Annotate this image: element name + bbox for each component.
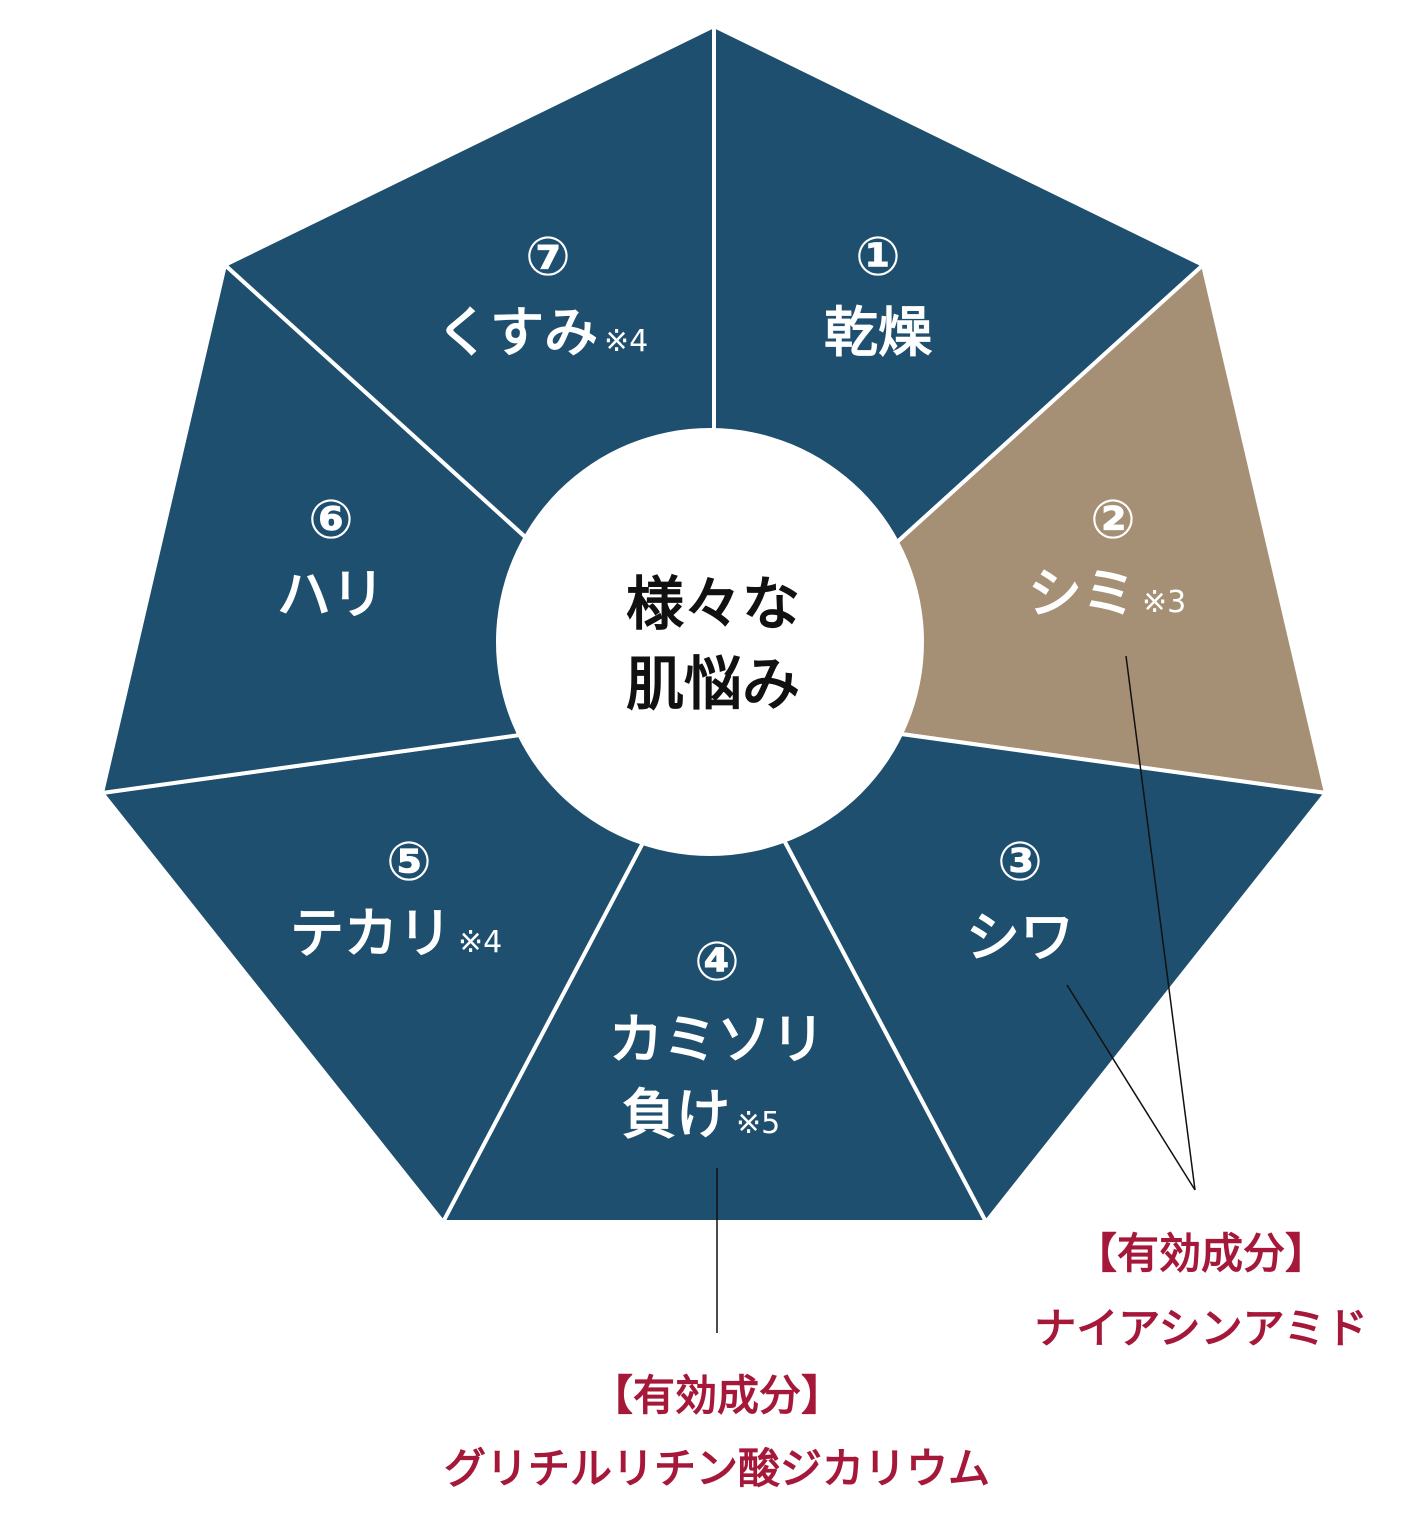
callout-2-ingredient: グリチルリチン酸ジカリウム xyxy=(444,1444,990,1493)
segment-4-label-line2-text: 負け xyxy=(622,1083,730,1146)
segment-5-label-text: テカリ xyxy=(290,902,452,965)
callout-1-ingredient: ナイアシンアミド xyxy=(1034,1304,1367,1353)
segment-7-note: ※4 xyxy=(604,324,648,359)
center-circle xyxy=(496,428,924,856)
segment-6-number: ⑥ xyxy=(308,488,354,551)
segment-7-label-text: くすみ xyxy=(436,301,598,364)
callout-glycyrrhizinate: 【有効成分】 グリチルリチン酸ジカリウム xyxy=(444,1371,990,1493)
segment-5-number: ⑤ xyxy=(386,830,432,893)
segment-6-label: ハリ xyxy=(277,563,385,626)
segment-2-number: ② xyxy=(1090,488,1136,551)
callout-1-heading: 【有効成分】 xyxy=(1075,1229,1327,1278)
segment-7-label: くすみ※4 xyxy=(436,301,648,364)
center-label-line2: 肌悩み xyxy=(626,650,800,718)
segment-4-note: ※5 xyxy=(736,1106,780,1141)
segment-3-label: シワ xyxy=(966,906,1074,969)
segment-5-label: テカリ※4 xyxy=(290,902,502,965)
leader-line-shiwa xyxy=(1066,984,1196,1191)
segment-2-label: シミ※3 xyxy=(1028,562,1186,625)
segment-3-number: ③ xyxy=(997,830,1043,893)
segment-2-label-text: シミ xyxy=(1028,562,1136,625)
segment-5-note: ※4 xyxy=(458,925,502,960)
callout-2-heading: 【有効成分】 xyxy=(591,1371,843,1420)
callout-niacinamide: 【有効成分】 ナイアシンアミド xyxy=(1034,1229,1367,1353)
segment-4-number: ④ xyxy=(694,930,740,993)
center-label-line1: 様々な xyxy=(626,570,800,638)
segment-1-number: ① xyxy=(855,225,901,288)
segment-4-label-line2: 負け※5 xyxy=(622,1083,780,1146)
leader-lines xyxy=(716,655,1196,1333)
segment-7-number: ⑦ xyxy=(525,225,571,288)
segment-1-label: 乾燥 xyxy=(824,301,933,364)
segment-labels: ① 乾燥 ② シミ※3 ③ シワ ④ カミソリ 負け※5 ⑤ テカリ※4 ⑥ ハ… xyxy=(277,225,1186,1146)
segment-2-note: ※3 xyxy=(1142,585,1186,620)
segment-4-label-line1: カミソリ xyxy=(609,1008,825,1071)
leader-line-shimi xyxy=(1125,655,1196,1191)
